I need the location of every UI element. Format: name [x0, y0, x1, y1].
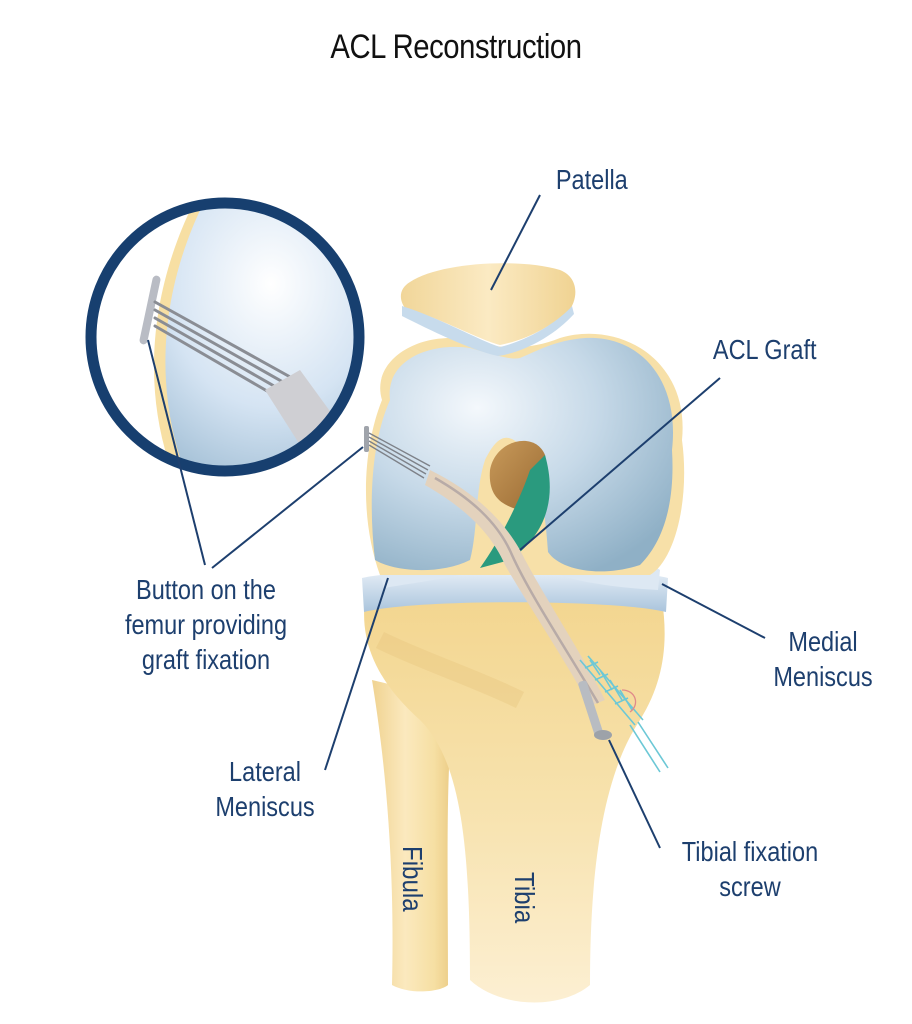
fibula-bone [372, 680, 455, 992]
suture-whipstitch [579, 655, 669, 773]
leader-lines [147, 194, 766, 849]
label-tibial-fixation-screw: Tibial fixation screw [681, 836, 819, 902]
femoral-button [364, 426, 369, 452]
inset-magnifier [85, 197, 365, 477]
label-medial-meniscus: Medial Meniscus [773, 626, 873, 692]
native-acl [480, 455, 550, 568]
label-femoral-button: Button on the femur providing graft fixa… [124, 574, 288, 675]
label-lateral-meniscus: Lateral Meniscus [215, 756, 315, 822]
label-acl-graft: ACL Graft [712, 334, 817, 365]
label-tibia: Tibia [509, 872, 540, 924]
diagram-title: ACL Reconstruction [330, 28, 582, 66]
patella-bone [400, 263, 576, 345]
acl-graft [425, 470, 605, 706]
femur-cartilage [371, 337, 674, 572]
label-fibula: Fibula [397, 846, 428, 912]
label-patella: Patella [555, 164, 628, 195]
tibial-fixation-screw [578, 680, 612, 740]
